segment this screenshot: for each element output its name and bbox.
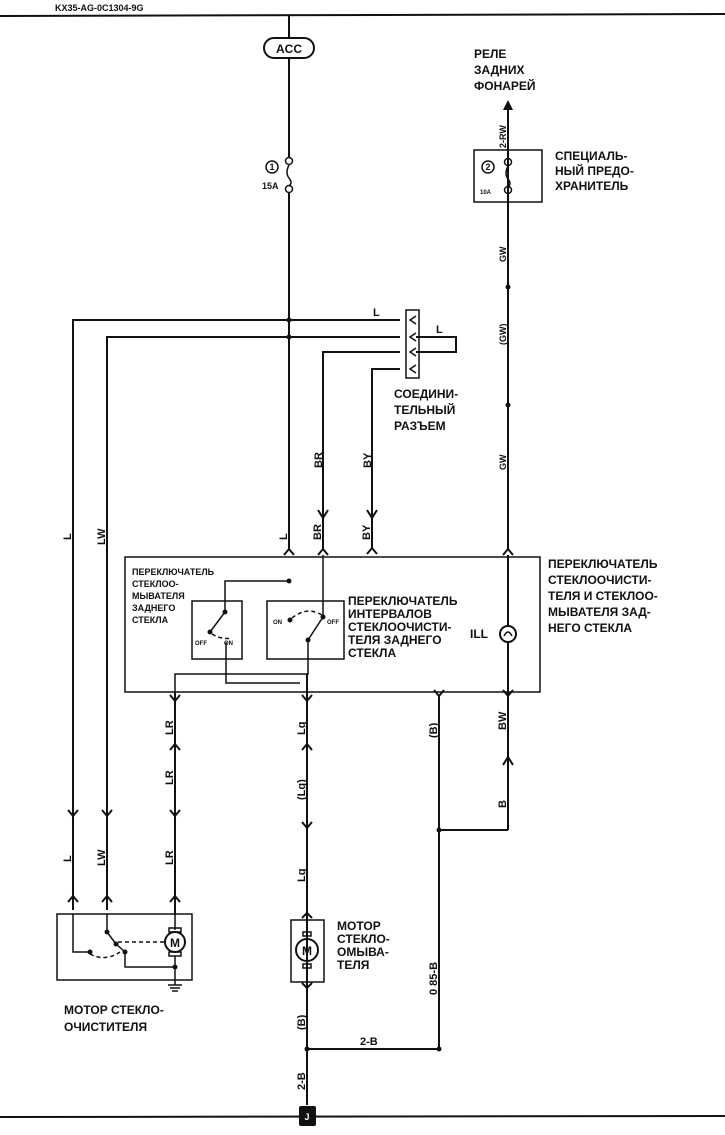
by-wire <box>371 368 400 548</box>
interval-switch-label-1: ПЕРЕКЛЮЧАТЕЛЬ <box>348 594 458 608</box>
wire-label-lw-2: LW <box>96 849 108 866</box>
wiper-motor-label-1: МОТОР СТЕКЛО- <box>64 1003 164 1017</box>
fuse-2-rating: 10A <box>480 190 492 196</box>
fuse-2: 2 10A <box>480 150 513 196</box>
combo-switch-box <box>124 556 541 693</box>
washer-switch-label-5: СТЕКЛА <box>132 615 169 625</box>
combo-switch-label-1: ПЕРЕКЛЮЧАТЕЛЬ <box>548 557 658 571</box>
fuse-1-rating: 15A <box>262 181 279 191</box>
interval-switch: ON OFF <box>174 555 345 692</box>
wire-label-lg-paren: (Lg) <box>296 779 308 800</box>
connector-label-3: РАЗЪЕМ <box>394 419 446 433</box>
combo-switch-label-5: НЕГО СТЕКЛА <box>548 621 632 635</box>
special-fuse-label-2: НЫЙ ПРЕДО- <box>555 163 634 178</box>
wire-label-gw-2: GW <box>498 454 508 470</box>
wire-label-by-1: BY <box>362 452 374 468</box>
wire-label-b: B <box>497 800 509 808</box>
combo-switch-label-2: СТЕКЛООЧИСТИ- <box>548 573 652 587</box>
tail-relay-label-2: ЗАДНИХ <box>474 63 524 77</box>
washer-switch: OFF ON <box>191 578 300 684</box>
washer-motor-label-4: ТЕЛЯ <box>337 958 369 972</box>
washer-motor-label-2: СТЕКЛО- <box>337 932 390 946</box>
wire-label-lr-1: LR <box>164 720 176 735</box>
washer-switch-label-1: ПЕРЕКЛЮЧАТЕЛЬ <box>132 567 215 577</box>
br-wire <box>322 351 400 550</box>
wire-label-2b-vertical: 2-B <box>296 1072 308 1090</box>
washer-motor-label-1: МОТОР <box>337 919 381 933</box>
wire-label-l-1: L <box>278 533 290 540</box>
lw-wire <box>106 336 400 910</box>
interval-switch-label-5: СТЕКЛА <box>348 646 396 660</box>
interval-switch-label-3: СТЕКЛООЧИСТИ- <box>348 620 452 634</box>
wire-label-by-2: BY <box>361 524 373 540</box>
washer-switch-label-2: СТЕКЛОО- <box>132 579 179 589</box>
wire-label-l-loop: L <box>436 324 443 336</box>
wire-label-lg-1: Lg <box>296 722 308 735</box>
wire-label-b-paren-2: (B) <box>296 1014 308 1030</box>
wiper-motor-label-2: ОЧИСТИТЕЛЯ <box>64 1020 147 1034</box>
document-code: KX35-AG-0C1304-9G <box>55 3 144 13</box>
washer-switch-label-4: ЗАДНЕГО <box>132 603 175 613</box>
combo-switch-label-4: МЫВАТЕЛЯ ЗАД- <box>548 605 651 619</box>
tail-relay-label-1: РЕЛЕ <box>474 47 506 61</box>
connector-label-2: ТЕЛЬНЫЙ <box>394 402 455 417</box>
wire-label-bw: BW <box>497 711 509 730</box>
wire-label-br-1: BR <box>313 452 325 468</box>
ground-point-label: J <box>304 1112 309 1122</box>
wire-label-br-2: BR <box>312 524 324 540</box>
wire-label-l-2: L <box>62 533 74 540</box>
wire-label-lw-1: LW <box>96 528 108 545</box>
ground-bus-line <box>0 1115 725 1118</box>
wire-label-lg-2: Lg <box>296 869 308 882</box>
fuse-1-number: 1 <box>269 162 274 172</box>
ill-label: ILL <box>470 627 488 641</box>
wire-label-lr-3: LR <box>164 850 176 865</box>
wire-label-2b-horizontal: 2-B <box>360 1036 378 1048</box>
interval-switch-off: OFF <box>327 620 339 626</box>
washer-motor-label-3: ОМЫВА- <box>337 945 389 959</box>
ground-point-j <box>299 1106 316 1126</box>
washer-motor: M <box>290 911 325 990</box>
interval-switch-label-4: ТЕЛЯ ЗАДНЕГО <box>348 633 442 647</box>
junction-connector <box>405 309 420 379</box>
illumination-lamp-icon <box>499 625 517 643</box>
l-wire-loop <box>416 336 457 353</box>
wire-label-gw-1: GW <box>498 246 508 262</box>
acc-label: ACC <box>276 42 302 56</box>
special-fuse-label-3: ХРАНИТЕЛЬ <box>555 179 629 193</box>
wire-label-l-top: L <box>373 307 380 319</box>
connector-label-1: СОЕДИНИ- <box>394 387 458 401</box>
fuse-number-circle <box>265 160 279 174</box>
tail-relay-label-3: ФОНАРЕЙ <box>474 78 536 93</box>
fuse-1: 1 15A <box>262 156 294 194</box>
wiper-motor: M <box>56 913 193 992</box>
wire-label-l-3: L <box>62 855 74 862</box>
wire-label-085b: 0 85-B <box>428 962 440 995</box>
wire-label-b-paren: (B) <box>428 722 440 738</box>
wire-label-lr-2: LR <box>164 770 176 785</box>
interval-switch-on: ON <box>273 620 282 626</box>
washer-switch-label-3: МЫВАТЕЛЯ <box>132 591 185 601</box>
top-bus-line <box>0 13 725 17</box>
interval-switch-label-2: ИНТЕРВАЛОВ <box>348 607 432 621</box>
wire-label-2rw: 2-RW <box>498 125 508 148</box>
wiper-motor-symbol: M <box>170 936 180 950</box>
washer-switch-on: ON <box>224 641 233 647</box>
washer-motor-symbol: M <box>302 944 312 958</box>
wire-label-gw-paren: (GW) <box>498 324 508 346</box>
washer-switch-off: OFF <box>195 641 207 647</box>
l-wire-left <box>72 319 400 910</box>
washer-motor-icon <box>295 938 319 962</box>
fuse-2-number: 2 <box>485 162 490 172</box>
special-fuse-label-1: СПЕЦИАЛЬ- <box>555 149 628 163</box>
combo-switch-label-3: ТЕЛЯ И СТЕКЛОО- <box>548 589 658 603</box>
